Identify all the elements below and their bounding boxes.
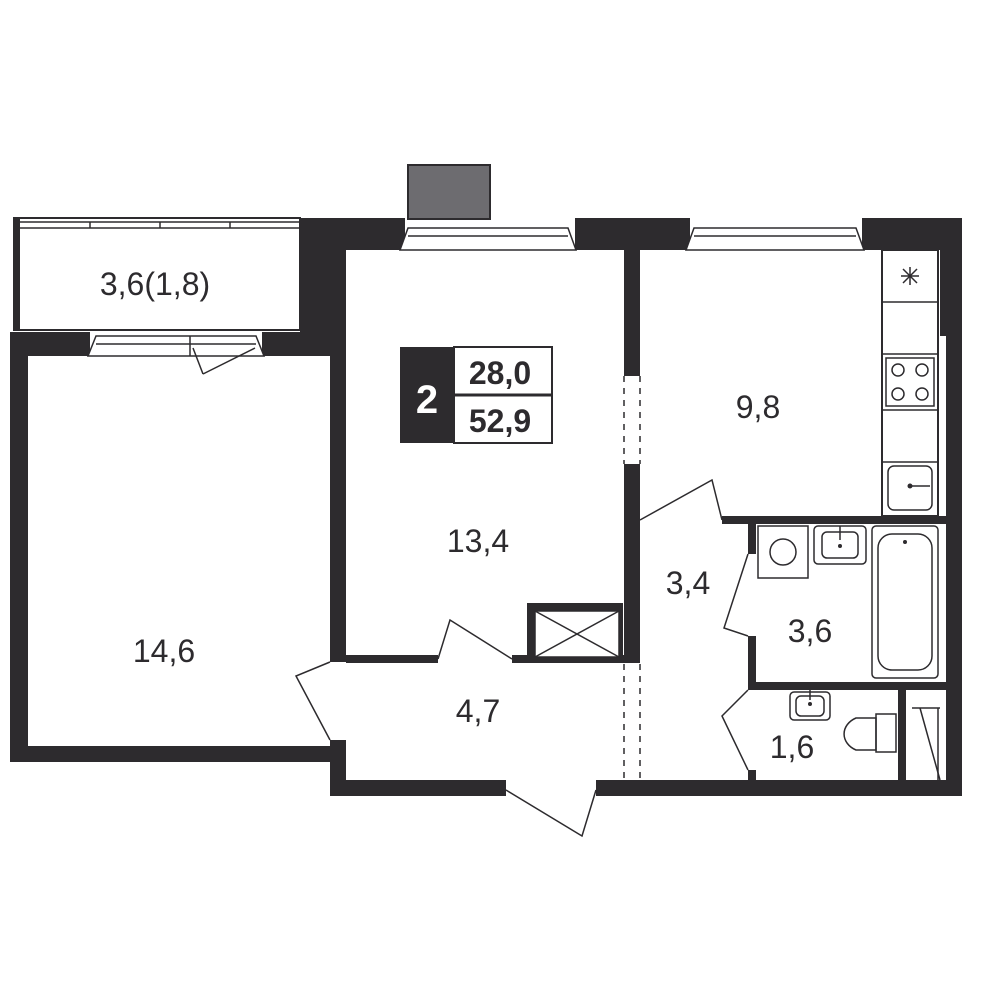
wardrobe-icon bbox=[527, 603, 623, 659]
kitchen-area-label: 9,8 bbox=[736, 389, 780, 425]
bathroom-sink-icon bbox=[789, 690, 831, 721]
total-area: 52,9 bbox=[469, 403, 531, 439]
ac-unit-icon bbox=[407, 164, 491, 220]
bathroom-sink-icon bbox=[813, 525, 867, 565]
bathtub-icon bbox=[871, 525, 939, 679]
ventilation-icon bbox=[901, 267, 919, 285]
washing-machine-icon bbox=[757, 525, 809, 579]
hallway-area-label: 4,7 bbox=[456, 693, 500, 729]
windows bbox=[86, 227, 866, 357]
apartment-badge: 2 28,0 52,9 bbox=[400, 346, 553, 444]
bedroom-balcony-window bbox=[86, 335, 266, 357]
corridor-area-label: 3,4 bbox=[666, 565, 710, 601]
toilet-icon bbox=[843, 713, 897, 753]
doors bbox=[192, 347, 749, 838]
room-count: 2 bbox=[416, 378, 438, 422]
balcony-area-label: 3,6(1,8) bbox=[100, 266, 210, 302]
kitchen-window bbox=[684, 227, 866, 251]
living-window bbox=[398, 227, 578, 251]
closet-icon bbox=[912, 707, 941, 781]
walls bbox=[10, 218, 962, 796]
bedroom-area-label: 14,6 bbox=[133, 633, 195, 669]
toilet-area-label: 1,6 bbox=[770, 729, 814, 765]
stove-icon bbox=[885, 357, 935, 407]
bathroom-area-label: 3,6 bbox=[788, 613, 832, 649]
living-area: 28,0 bbox=[469, 355, 531, 391]
kitchen-counter bbox=[881, 249, 939, 517]
kitchen-sink-icon bbox=[887, 465, 933, 511]
passages bbox=[623, 376, 641, 780]
living-room-area-label: 13,4 bbox=[447, 523, 509, 559]
